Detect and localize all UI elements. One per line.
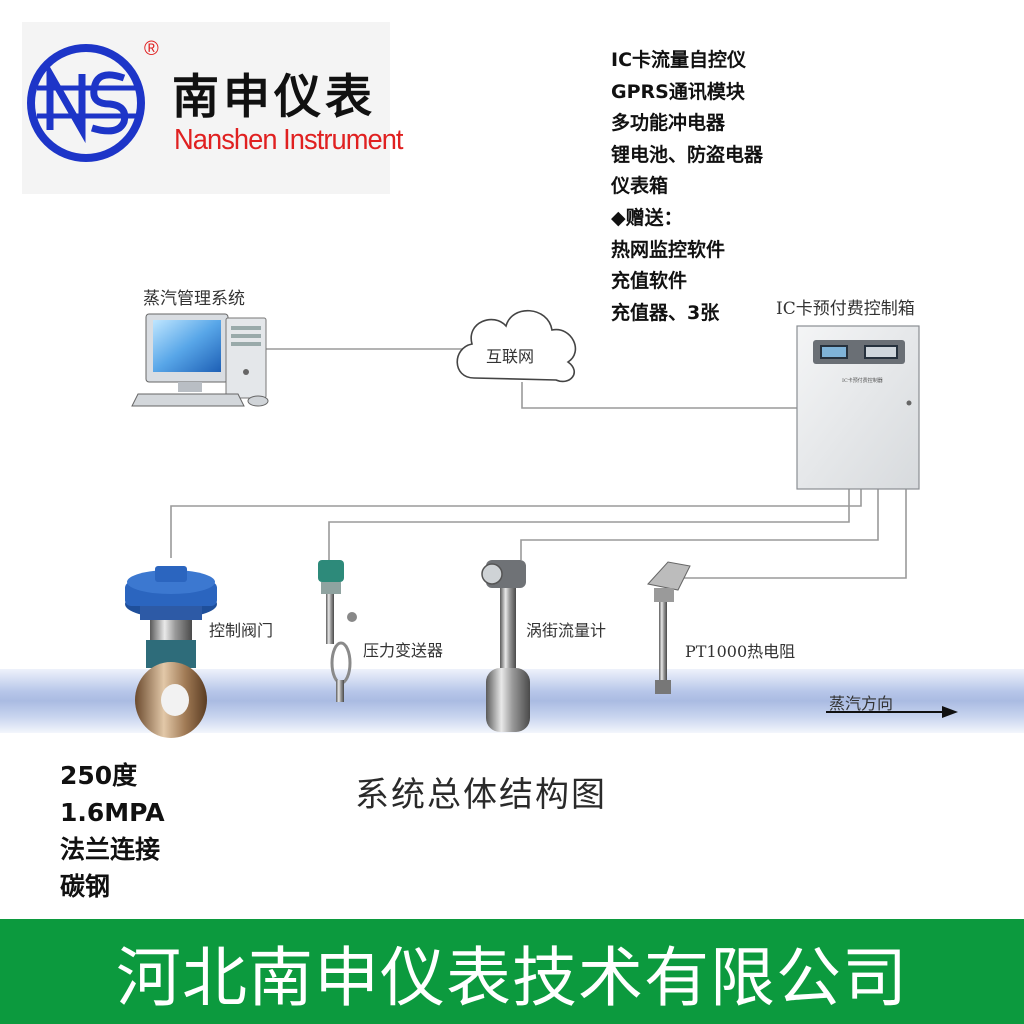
feature-item: IC卡流量自控仪 (611, 49, 747, 71)
thermal-resistor-label: PT1000热电阻 (685, 642, 796, 661)
logo-chinese-name: 南申仪表 (172, 70, 376, 125)
feature-item: ◆赠送： (611, 206, 683, 229)
diagram-caption: 系统总体结构图 (355, 775, 607, 815)
pt1000-thermal-resistor (647, 561, 691, 694)
vortex-flowmeter-label: 涡街流量计 (526, 621, 607, 640)
logo-english-name: Nanshen Instrument (174, 124, 404, 156)
computer-icon (131, 313, 269, 407)
spec-item: 1.6MPA (60, 798, 165, 827)
spec-item: 法兰连接 (60, 835, 161, 864)
feature-item: 多功能冲电器 (611, 112, 726, 135)
feature-item: 充值器、3张 (611, 301, 720, 324)
feature-list: IC卡流量自控仪 GPRS通讯模块 多功能冲电器 锂电池、防盗电器 仪表箱 ◆赠… (611, 45, 763, 329)
control-box-panel-label: IC卡预付费控制器 (842, 378, 883, 384)
feature-item: 仪表箱 (611, 175, 669, 198)
steam-direction-label: 蒸汽方向 (829, 694, 894, 713)
internet-cloud (456, 309, 577, 383)
footer-banner (0, 919, 1024, 1024)
logo-mark (27, 44, 145, 162)
pressure-transmitter-label: 压力变送器 (363, 641, 444, 660)
feature-item: 充值软件 (611, 270, 688, 293)
steam-direction-arrowhead (942, 706, 958, 718)
spec-list: 250度 1.6MPA 法兰连接 碳钢 (60, 757, 165, 905)
control-valve-label: 控制阀门 (209, 621, 274, 640)
internet-label: 互联网 (486, 347, 535, 366)
company-name: 河北南申仪表技术有限公司 (115, 941, 908, 1016)
registered-mark: ® (144, 38, 159, 60)
connection-lines (170, 348, 907, 579)
control-box (796, 325, 920, 490)
feature-item: 锂电池、防盗电器 (611, 143, 764, 166)
feature-item: 热网监控软件 (611, 238, 726, 261)
control-box-label: IC卡预付费控制箱 (776, 299, 915, 319)
pressure-transmitter (318, 560, 357, 702)
feature-item: GPRS通讯模块 (611, 80, 745, 103)
management-system-label: 蒸汽管理系统 (143, 289, 245, 309)
spec-item: 250度 (60, 761, 138, 790)
control-valve (125, 566, 217, 738)
spec-item: 碳钢 (60, 872, 111, 901)
vortex-flowmeter (481, 560, 530, 732)
